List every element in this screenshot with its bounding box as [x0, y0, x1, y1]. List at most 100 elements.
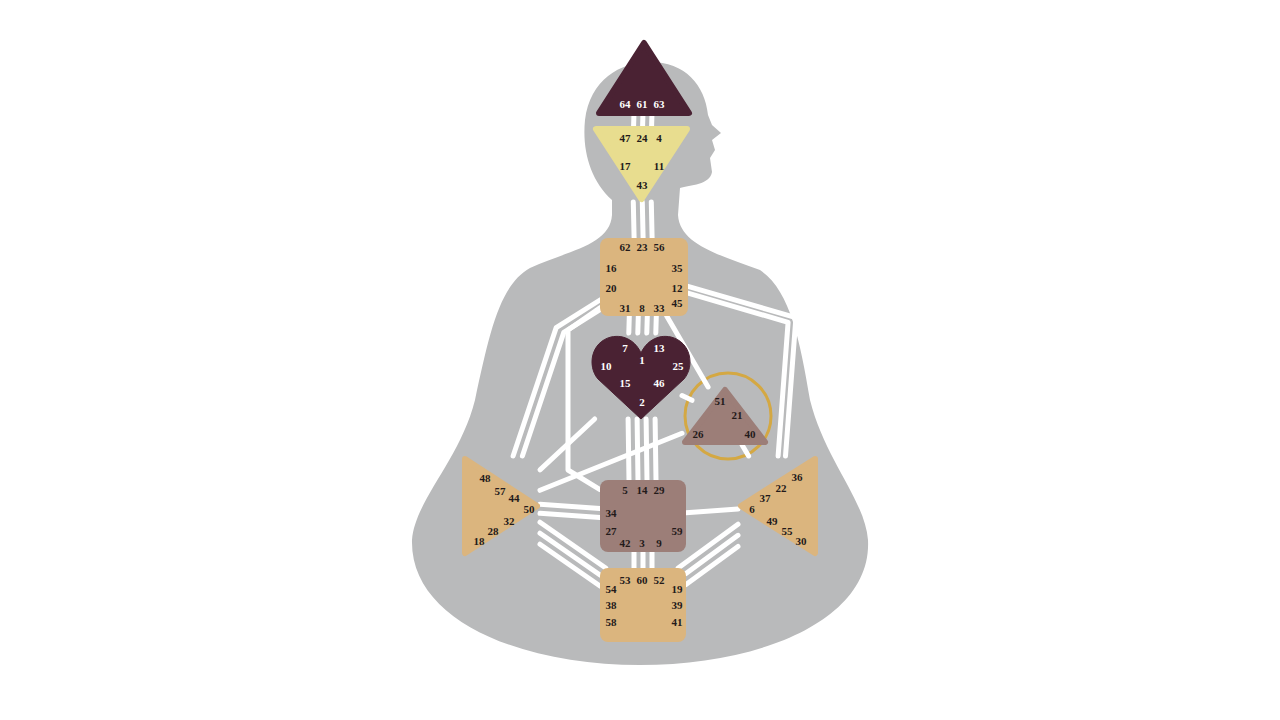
gate-number: 16: [606, 263, 617, 274]
gate-number: 61: [637, 99, 648, 110]
gate-number: 25: [673, 361, 684, 372]
gate-number: 2: [639, 397, 645, 408]
channel-line: [649, 202, 655, 238]
gate-number: 5: [622, 485, 628, 496]
center-shape: [600, 568, 686, 642]
gate-number: 12: [672, 283, 683, 294]
channel-line: [540, 513, 600, 517]
channel-line: [641, 552, 646, 568]
gate-number: 62: [620, 242, 631, 253]
channel-line: [631, 116, 636, 126]
center-shape: [600, 238, 688, 316]
gate-number: 23: [637, 242, 648, 253]
channel-line: [631, 202, 637, 238]
gate-number: 50: [524, 504, 535, 515]
gate-number: 1: [639, 355, 645, 366]
gate-number: 24: [637, 133, 648, 144]
channel-line: [540, 533, 600, 575]
channel-line: [640, 202, 646, 238]
gate-number: 38: [606, 600, 617, 611]
gate-number: 19: [672, 584, 683, 595]
gate-number: 4: [656, 133, 662, 144]
gate-number: 57: [495, 486, 506, 497]
gate-number: 30: [796, 536, 807, 547]
channel-line: [640, 116, 645, 126]
gate-number: 13: [654, 343, 665, 354]
gate-number: 64: [620, 99, 631, 110]
channel-line: [653, 316, 659, 333]
gate-number: 37: [760, 493, 771, 504]
channel-line: [686, 509, 738, 513]
gate-number: 6: [749, 504, 755, 515]
center-shape: [741, 459, 815, 553]
gate-number: 46: [654, 378, 665, 389]
gate-number: 53: [620, 575, 631, 586]
gate-number: 45: [672, 298, 683, 309]
channel-line: [513, 300, 600, 456]
ego-center: 51212640: [682, 387, 768, 445]
gate-number: 34: [606, 508, 617, 519]
channel-line: [568, 308, 600, 490]
center-shape: [685, 390, 765, 442]
channel-line: [649, 116, 654, 126]
gate-number: 8: [639, 303, 645, 314]
gate-number: 58: [606, 617, 617, 628]
channel-line: [644, 316, 650, 333]
throat-center: 622356163520124531833: [600, 238, 688, 316]
channel-line: [635, 316, 641, 333]
gate-number: 59: [672, 526, 683, 537]
channel-line: [626, 419, 632, 480]
gate-number: 63: [654, 99, 665, 110]
gate-number: 42: [620, 538, 631, 549]
center-shape: [592, 336, 690, 419]
gate-number: 22: [776, 483, 787, 494]
body-outline: [412, 62, 868, 665]
gate-number: 7: [622, 343, 628, 354]
gate-number: 14: [637, 485, 648, 496]
gate-number: 35: [672, 263, 683, 274]
channel-line: [653, 419, 659, 480]
spleen-center: 48574450322818: [462, 456, 540, 556]
head-center: 64 61 63: [596, 40, 692, 116]
gate-number: 21: [732, 410, 743, 421]
channel-line: [742, 445, 749, 456]
gate-number: 49: [767, 516, 778, 527]
channel-line: [522, 310, 600, 456]
gate-number: 20: [606, 283, 617, 294]
channel-line: [540, 419, 595, 470]
g-center: 7131102515462: [590, 333, 692, 419]
channel-line: [682, 396, 692, 401]
gate-number: 43: [637, 180, 648, 191]
channel-line: [540, 544, 600, 586]
gate-number: 54: [606, 584, 617, 595]
gate-number: 29: [654, 485, 665, 496]
gate-number: 26: [693, 429, 704, 440]
sacral-center: 514293427594239: [600, 480, 686, 552]
channel-line: [632, 552, 637, 568]
gate-number: 44: [509, 493, 520, 504]
gate-number: 40: [745, 429, 756, 440]
channel-line: [626, 316, 632, 333]
gate-number: 28: [488, 526, 499, 537]
center-shape: [599, 43, 689, 113]
channel-line: [650, 552, 655, 568]
gate-number: 31: [620, 303, 631, 314]
solar-plexus-center: 3622376495530: [738, 456, 818, 556]
gate-number: 60: [637, 575, 648, 586]
center-shape: [596, 129, 687, 199]
center-shape: [465, 459, 537, 553]
gate-number: 11: [654, 161, 664, 172]
gate-number: 10: [601, 361, 612, 372]
gate-number: 48: [480, 473, 491, 484]
gate-number: 36: [792, 472, 803, 483]
gate-number: 52: [654, 575, 665, 586]
channel-line: [678, 524, 738, 568]
root-center: 536052541938395841: [600, 568, 686, 642]
channel-line: [540, 522, 606, 568]
gate-number: 17: [620, 161, 631, 172]
gate-number: 32: [504, 516, 515, 527]
ajna-center: 47244171143: [593, 126, 690, 202]
gate-number: 9: [656, 538, 662, 549]
gate-number: 27: [606, 526, 617, 537]
